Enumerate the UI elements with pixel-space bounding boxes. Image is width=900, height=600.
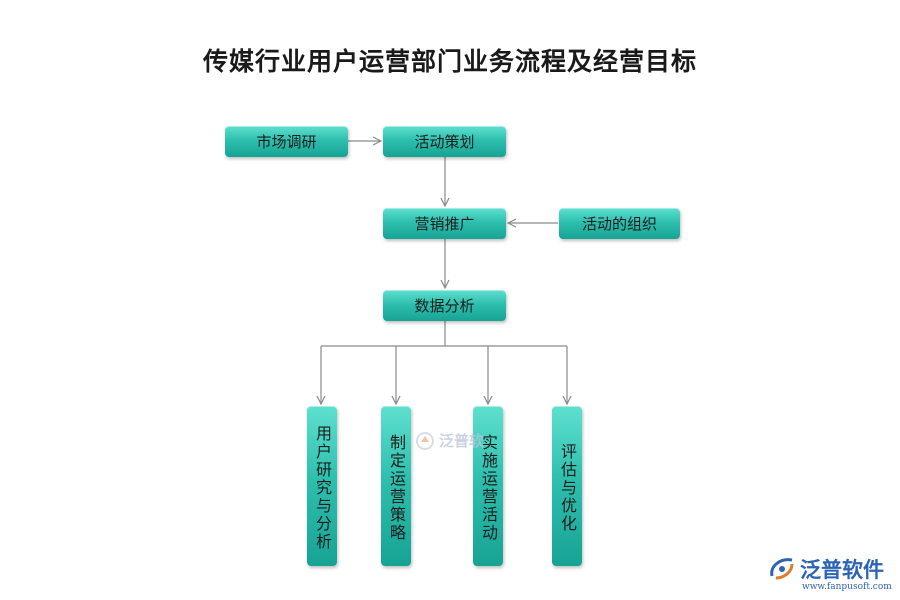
- brand-url: www.fanpusoft.com: [802, 582, 892, 592]
- node-user-research: 用户研究与分析: [307, 406, 337, 566]
- page-title: 传媒行业用户运营部门业务流程及经营目标: [202, 47, 697, 76]
- brand-logo: 泛普软件 www.fanpusoft.com: [768, 554, 892, 592]
- node-strategy: 制定运营策略: [381, 406, 411, 566]
- fanpu-logo-icon: [770, 558, 794, 580]
- node-implement: 实施运营活动: [473, 406, 503, 566]
- node-activity-organization: 活动的组织: [559, 208, 680, 239]
- node-marketing-promotion: 营销推广: [383, 208, 506, 239]
- node-data-analysis: 数据分析: [383, 290, 506, 321]
- node-market-research: 市场调研: [225, 126, 348, 157]
- node-activity-planning: 活动策划: [383, 126, 506, 157]
- brand-name: 泛普软件: [800, 558, 884, 582]
- watermark-text: 泛普软: [439, 432, 485, 450]
- watermark: 泛普软: [415, 430, 484, 451]
- fanpu-logo-icon: [416, 431, 434, 450]
- node-evaluate: 评估与优化: [552, 406, 582, 566]
